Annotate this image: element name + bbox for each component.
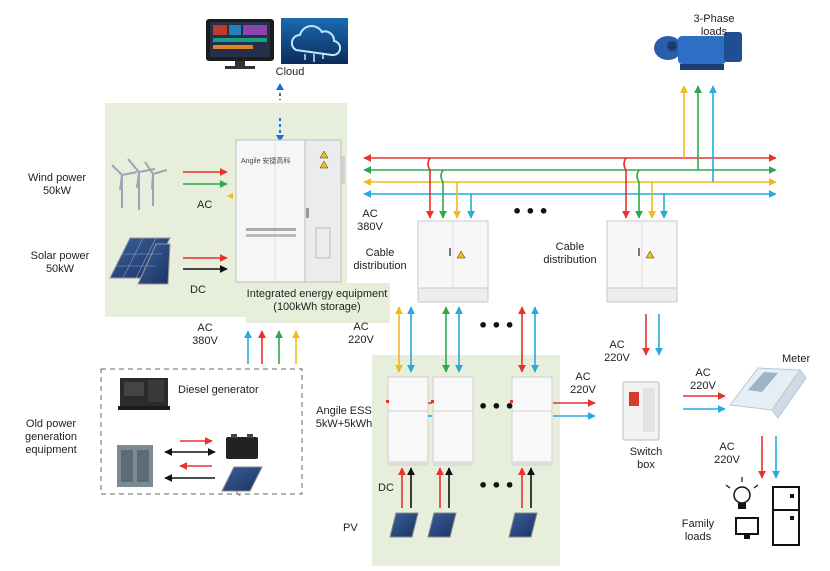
integrated-equipment-line2: (100kWh storage) xyxy=(273,301,361,313)
ess-ellipsis: ••• xyxy=(478,397,518,416)
bus-ellipsis: ••• xyxy=(512,202,552,221)
solar-dc-label: DC xyxy=(190,284,206,296)
switch-box-label: Switch box xyxy=(624,446,668,472)
diesel-generator-icon xyxy=(118,378,170,410)
three-phase-loads-line2: loads xyxy=(700,26,728,38)
battery-icon xyxy=(226,434,258,459)
integrated-equipment-line1: Integrated energy equipment xyxy=(246,288,388,300)
three-phase-loads-label: 3-Phase loads xyxy=(664,13,764,39)
cloud-link xyxy=(276,83,284,142)
ess-unit-1 xyxy=(386,376,429,466)
wind-turbine-icon xyxy=(111,158,168,210)
meter-ac-line: AC xyxy=(695,367,711,379)
lightbulb-icon xyxy=(725,477,759,509)
family-ac-220v-label: AC 220V xyxy=(710,441,744,467)
family-ac-line: AC xyxy=(719,441,735,453)
ess-out-220v-line: 220V xyxy=(570,384,596,396)
monitor-icon xyxy=(206,19,274,69)
meter-label: Meter xyxy=(782,353,811,365)
wind-ac-label: AC xyxy=(197,199,213,211)
old-power-line1: Old power xyxy=(25,418,77,430)
cable-distribution-1-line1: Cable xyxy=(365,247,395,259)
three-phase-pump-icon xyxy=(654,32,742,70)
cable-distribution-box-1 xyxy=(417,220,489,303)
small-solar-panel-icon xyxy=(221,466,263,497)
ess-ac-line: AC xyxy=(353,321,369,333)
solar-power-line1: Solar power xyxy=(30,250,90,262)
angile-ess-line1: Angile ESS xyxy=(316,405,372,417)
old-power-group-frame xyxy=(100,368,303,495)
integrated-equipment-label: Integrated energy equipment (100kWh stor… xyxy=(244,288,390,314)
switch-ac-220v-label: AC 220V xyxy=(600,339,634,365)
family-loads-line2: loads xyxy=(684,531,712,543)
solar-power-label: Solar power 50kW xyxy=(22,250,98,276)
ess-out-ac-line: AC xyxy=(575,371,591,383)
family-loads-label: Family loads xyxy=(676,518,720,544)
cable-distribution-2-line1: Cable xyxy=(555,241,585,253)
ess-220v-line: 220V xyxy=(348,334,374,346)
ess-out-ac-220v-label: AC 220V xyxy=(566,371,600,397)
angile-ess-line2: 5kW+5kWh xyxy=(315,418,373,430)
cloud-icon xyxy=(281,18,348,64)
pv-ellipsis: ••• xyxy=(478,476,518,495)
wind-power-label: Wind power 50kW xyxy=(22,172,92,198)
refrigerator-icon xyxy=(772,486,800,546)
cabinet-ac-line: AC xyxy=(197,322,213,334)
cable-ellipsis: ••• xyxy=(478,316,518,335)
angile-ess-label: Angile ESS 5kW+5kWh xyxy=(307,405,381,431)
three-phase-loads-line1: 3-Phase xyxy=(693,13,735,25)
wind-power-line2: 50kW xyxy=(42,185,72,197)
meter-ac-220v-label: AC 220V xyxy=(686,367,720,393)
cable-distribution-1-label: Cable distribution xyxy=(350,247,410,273)
switch-box-line1: Switch xyxy=(629,446,663,458)
bus-380v-line: 380V xyxy=(357,221,383,233)
cabinet-brand: Angile 安捷高科 xyxy=(241,158,291,165)
connection-wires xyxy=(164,85,780,508)
bus-ac-line: AC xyxy=(362,208,378,220)
ess-ac-220v-label: AC 220V xyxy=(344,321,378,347)
equipment-label-bg xyxy=(246,283,390,323)
solar-power-line2: 50kW xyxy=(45,263,75,275)
pv-label: PV xyxy=(343,522,358,534)
family-loads-line1: Family xyxy=(681,518,715,530)
old-power-line2: generation xyxy=(25,431,77,443)
solar-panel-icon xyxy=(109,237,171,285)
integrated-energy-cabinet xyxy=(235,139,345,283)
cable-distribution-2-label: Cable distribution xyxy=(540,241,600,267)
switch-box-line2: box xyxy=(637,459,655,471)
cable-distribution-box-2 xyxy=(606,220,678,303)
switch-box-icon xyxy=(622,381,660,441)
bus-ac-380v-label: AC 380V xyxy=(354,208,386,234)
computer-icon xyxy=(735,517,759,539)
cable-distribution-2-line2: distribution xyxy=(543,254,597,266)
old-power-label: Old power generation equipment xyxy=(14,418,88,457)
ess-unit-3 xyxy=(510,376,553,466)
pv-panel-icon xyxy=(389,512,538,538)
family-220v-line: 220V xyxy=(714,454,740,466)
switch-220v-line: 220V xyxy=(604,352,630,364)
inverter-cabinet-icon xyxy=(117,445,153,487)
old-power-line3: equipment xyxy=(25,444,77,456)
pv-dc-label: DC xyxy=(378,482,394,494)
meter-220v-line: 220V xyxy=(690,380,716,392)
ess-unit-2 xyxy=(431,376,474,466)
cable-distribution-1-line2: distribution xyxy=(353,260,407,272)
diesel-generator-label: Diesel generator xyxy=(178,384,259,396)
wind-power-line1: Wind power xyxy=(27,172,87,184)
cabinet-380v-line: 380V xyxy=(192,335,218,347)
cloud-label: Cloud xyxy=(275,66,305,78)
switch-ac-line: AC xyxy=(609,339,625,351)
cabinet-ac-380v-label: AC 380V xyxy=(188,322,222,348)
meter-icon xyxy=(729,367,807,419)
